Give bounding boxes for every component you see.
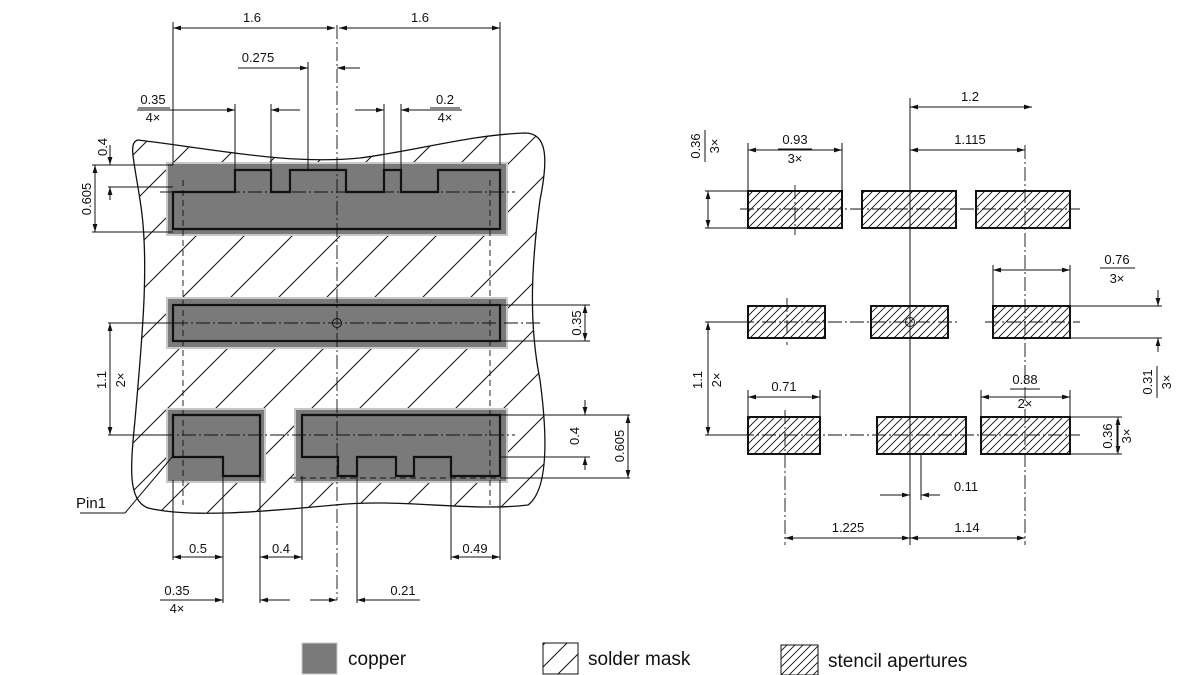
legend-solder-mask-label: solder mask <box>588 649 691 670</box>
right-dimension-lines <box>705 104 1161 541</box>
dim-0-35-bottom-count: 4× <box>170 601 185 616</box>
left-centerlines <box>130 25 540 600</box>
aperture-bottom-left <box>747 416 821 455</box>
dim-0-36-bottom: 0.36 <box>1100 423 1115 448</box>
dim-1-1-right: 1.1 <box>690 371 705 389</box>
dim-0-36-bottom-count: 3× <box>1119 429 1134 444</box>
dim-0-76-count: 3× <box>1110 271 1125 286</box>
dim-0-21: 0.21 <box>390 583 415 598</box>
left-view: 1.6 1.6 0.275 0.35 4× 0.2 4× 0.4 0.605 0… <box>76 10 631 616</box>
dim-0-275: 0.275 <box>242 50 275 65</box>
right-view: 1.2 1.115 0.93 3× 0.36 3× 0.76 3× 0.31 3… <box>688 89 1174 545</box>
dim-0-5: 0.5 <box>189 541 207 556</box>
right-centerlines <box>740 98 1080 545</box>
dim-1-1-left-count: 2× <box>113 373 128 388</box>
dim-0-36-top: 0.36 <box>688 133 703 158</box>
legend-stencil-swatch <box>780 644 819 675</box>
dim-right-1-6: 1.6 <box>411 10 429 25</box>
dim-0-4-top: 0.4 <box>95 138 110 156</box>
pin1-label: Pin1 <box>76 495 106 512</box>
dim-left-1-6: 1.6 <box>243 10 261 25</box>
dim-1-1-left: 1.1 <box>94 371 109 389</box>
dim-1-115: 1.115 <box>954 132 986 147</box>
left-extension-lines <box>92 22 630 603</box>
legend-copper-swatch <box>301 642 338 675</box>
dim-0-605-top: 0.605 <box>79 183 94 216</box>
dim-0-31: 0.31 <box>1140 369 1155 394</box>
dim-0-35-mid: 0.35 <box>569 310 584 335</box>
dim-0-35-notch-count: 4× <box>146 110 161 125</box>
dim-1-1-right-count: 2× <box>709 373 724 388</box>
dim-1-2: 1.2 <box>961 89 979 104</box>
dim-0-31-count: 3× <box>1159 375 1174 390</box>
dim-0-2-notch-count: 4× <box>438 110 453 125</box>
dim-0-88: 0.88 <box>1012 372 1037 387</box>
dim-0-4-gap: 0.4 <box>272 541 290 556</box>
dim-1-14: 1.14 <box>954 520 979 535</box>
stencil-apertures <box>747 190 1071 455</box>
dim-0-36-top-count: 3× <box>707 139 722 154</box>
dim-0-35-bottom: 0.35 <box>164 583 189 598</box>
left-dimension-lines <box>80 25 631 603</box>
legend-copper-label: copper <box>348 649 407 670</box>
dim-0-605-bottom: 0.605 <box>612 430 627 463</box>
left-dimension-labels: 1.6 1.6 0.275 0.35 4× 0.2 4× 0.4 0.605 0… <box>76 10 627 616</box>
legend: copper solder mask stencil apertures <box>301 642 967 675</box>
dim-0-2-notch: 0.2 <box>436 92 454 107</box>
copper-bottom-right <box>294 408 508 483</box>
dim-0-49: 0.49 <box>462 541 487 556</box>
dim-0-71: 0.71 <box>771 379 796 394</box>
aperture-top-right <box>975 190 1071 229</box>
dim-0-93: 0.93 <box>782 132 807 147</box>
copper-bottom-left <box>166 408 266 483</box>
legend-stencil-label: stencil apertures <box>828 651 967 672</box>
aperture-bottom-right <box>980 416 1071 455</box>
dim-0-93-count: 3× <box>788 151 803 166</box>
dim-0-35-notch: 0.35 <box>140 92 165 107</box>
dim-0-11: 0.11 <box>954 479 978 494</box>
dim-0-4-bottom: 0.4 <box>567 427 582 445</box>
right-dimension-labels: 1.2 1.115 0.93 3× 0.36 3× 0.76 3× 0.31 3… <box>688 89 1174 535</box>
pad-bottom-right-outline <box>300 413 502 478</box>
dim-1-225: 1.225 <box>832 520 865 535</box>
aperture-top-middle <box>861 190 957 229</box>
aperture-bottom-middle <box>876 416 967 455</box>
dim-0-76: 0.76 <box>1104 252 1129 267</box>
dim-0-88-count: 2× <box>1018 396 1033 411</box>
legend-solder-mask-swatch <box>542 642 579 675</box>
